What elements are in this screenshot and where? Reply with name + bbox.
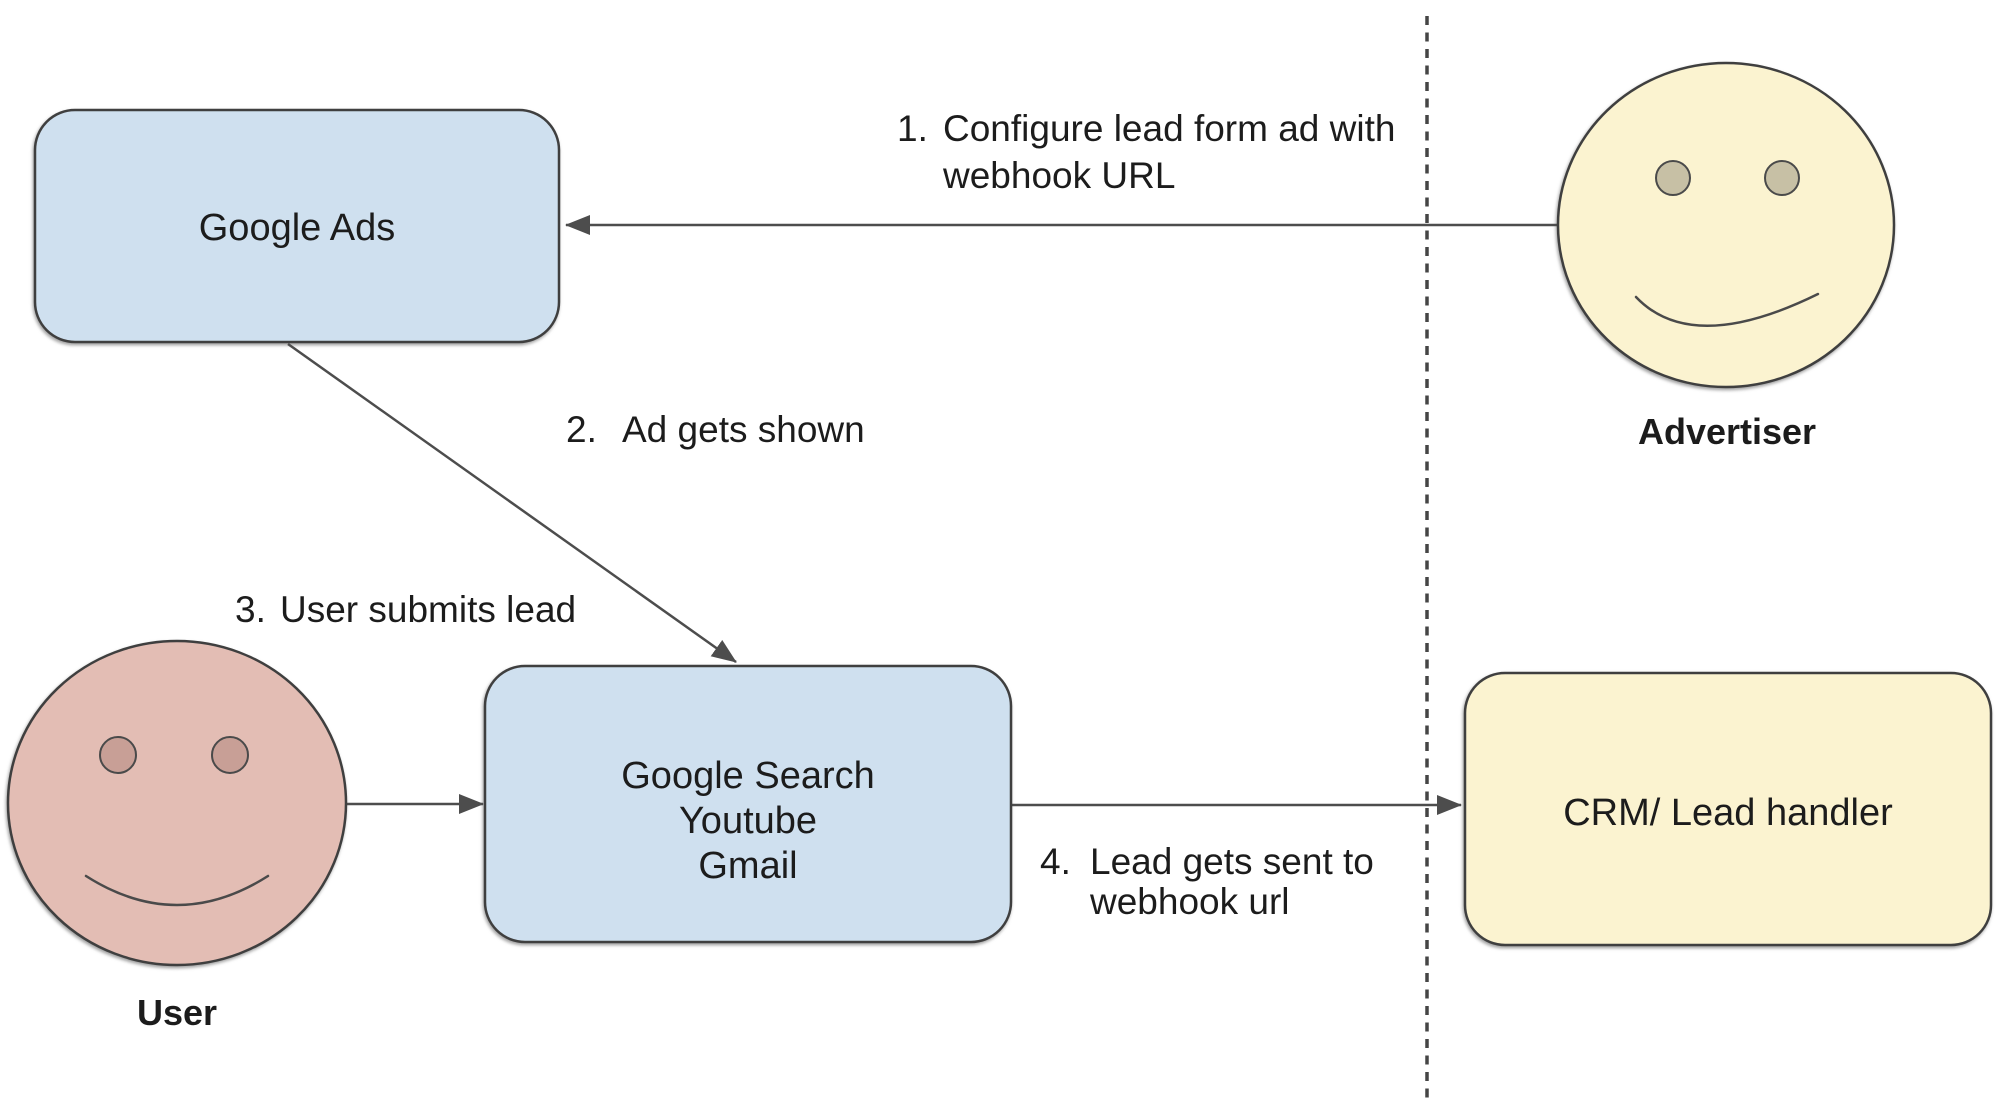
step-2-number: 2. <box>566 409 597 450</box>
step-1-number: 1. <box>897 108 928 149</box>
step-4-number: 4. <box>1040 841 1071 882</box>
advertiser-eye-right <box>1764 160 1800 196</box>
step-2-text-line1: Ad gets shown <box>622 409 865 450</box>
google-properties-label-line3: Gmail <box>698 845 797 887</box>
step-4-label: 4. Lead gets sent to webhook url <box>1040 841 1374 922</box>
google-properties-label-line1: Google Search <box>621 755 875 797</box>
step-1-text-line1: Configure lead form ad with <box>943 108 1395 149</box>
google-properties-label-line2: Youtube <box>679 800 817 842</box>
advertiser-label: Advertiser <box>1638 411 1816 452</box>
advertiser-face-icon <box>1556 61 1896 389</box>
step-3-number: 3. <box>235 589 266 630</box>
crm-label: CRM/ Lead handler <box>1563 792 1893 834</box>
user-smile <box>84 874 270 907</box>
google-ads-label: Google Ads <box>199 207 395 249</box>
step-3-label: 3. User submits lead <box>235 589 576 630</box>
step-4-text-line2: webhook url <box>1089 881 1290 922</box>
google-ads-node <box>33 108 561 344</box>
user-face <box>6 639 348 967</box>
advertiser-smile <box>1634 292 1820 327</box>
step-4-text-line1: Lead gets sent to <box>1090 841 1374 882</box>
advertiser-eye-left <box>1655 160 1691 196</box>
arrow-step-2 <box>287 342 737 664</box>
step-1-label: 1. Configure lead form ad with webhook U… <box>897 108 1395 196</box>
user-face-icon <box>6 639 348 967</box>
step-1-text-line2: webhook URL <box>942 155 1175 196</box>
advertiser-face <box>1556 61 1896 389</box>
step-2-label: 2. Ad gets shown <box>566 409 865 450</box>
user-eye-left <box>99 736 137 774</box>
user-eye-right <box>211 736 249 774</box>
user-label: User <box>137 992 217 1033</box>
crm-node <box>1463 671 1993 947</box>
google-properties-node <box>483 664 1013 944</box>
step-3-text-line1: User submits lead <box>280 589 576 630</box>
